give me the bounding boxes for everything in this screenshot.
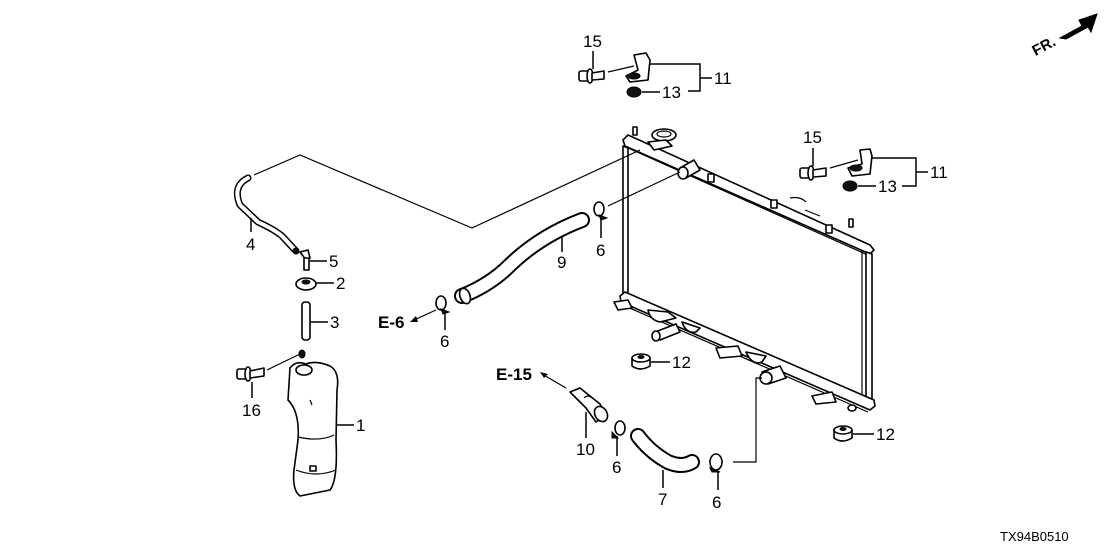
callout-6: 6 <box>440 332 449 351</box>
callout-4: 4 <box>246 235 255 254</box>
joint <box>299 249 311 271</box>
reference-e6[interactable]: E-6 <box>378 313 404 332</box>
callout-5: 5 <box>329 252 338 271</box>
callout-13: 13 <box>662 83 681 102</box>
front-direction-indicator: FR. <box>1029 13 1098 60</box>
hose-clamp-icon <box>593 201 609 221</box>
callout-12: 12 <box>876 425 895 444</box>
upper-radiator-hose <box>454 212 590 305</box>
callout-9: 9 <box>557 253 566 272</box>
callout-1: 1 <box>356 416 365 435</box>
ref-arrow <box>413 309 437 321</box>
hose-clamp-icon <box>435 295 451 315</box>
callout-15: 15 <box>583 32 602 51</box>
front-arrow-icon <box>1058 13 1098 40</box>
callout-2: 2 <box>336 274 345 293</box>
hose-clamp-icon <box>708 453 723 473</box>
ref-arrow <box>541 373 567 389</box>
radiator <box>613 126 876 413</box>
lower-cushion-icon <box>631 353 651 370</box>
callout-16: 16 <box>242 401 261 420</box>
reference-e15[interactable]: E-15 <box>496 365 532 384</box>
lower-radiator-hose <box>630 428 700 473</box>
upper-bracket-assembly-1: 15 13 11 <box>578 32 732 102</box>
callout-11: 11 <box>714 69 732 88</box>
callout-3: 3 <box>330 313 339 332</box>
callout-10: 10 <box>576 440 595 459</box>
callout-6: 6 <box>596 241 605 260</box>
callout-11: 11 <box>930 163 948 182</box>
callout-6: 6 <box>612 458 621 477</box>
lower-cushion-icon <box>833 425 853 442</box>
tube <box>301 301 311 341</box>
diagram-code: TX94B0510 <box>1000 529 1069 544</box>
callout-13: 13 <box>878 177 897 196</box>
joint-pipe <box>569 387 609 423</box>
callout-6: 6 <box>712 493 721 512</box>
callout-12: 12 <box>672 353 691 372</box>
callout-15: 15 <box>803 128 822 147</box>
callout-7: 7 <box>658 490 667 509</box>
cap-icon <box>295 277 317 291</box>
flange-bolt-icon <box>236 366 265 382</box>
reserve-tank <box>287 349 339 497</box>
upper-bracket-assembly-2: 15 13 11 <box>799 128 948 196</box>
flange-bolt-icon <box>799 165 827 181</box>
flange-bolt-icon <box>578 68 605 84</box>
overflow-hose <box>233 174 300 255</box>
front-label: FR. <box>1029 33 1058 59</box>
hose-clamp-icon <box>611 420 626 439</box>
overflow-route-line <box>253 149 641 229</box>
